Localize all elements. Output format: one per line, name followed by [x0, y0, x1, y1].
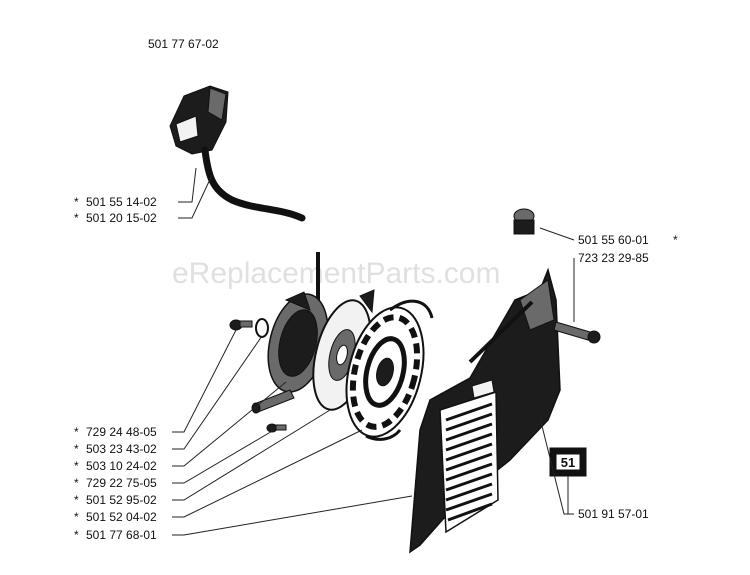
center-screw	[229, 319, 253, 331]
label-code: 503 23 43-02	[86, 442, 157, 456]
label-prefix: *	[74, 425, 79, 439]
label-row: * 501 52 95-02	[74, 493, 157, 507]
starter-rope	[201, 146, 306, 222]
label-prefix: *	[74, 459, 79, 473]
label-code: 729 24 48-05	[86, 425, 157, 439]
label-code: 723 23 29-85	[578, 251, 649, 265]
label-prefix: *	[74, 195, 79, 209]
pawl-pin	[251, 389, 295, 414]
label-prefix: *	[74, 211, 79, 225]
decal-badge-text: 51	[561, 455, 575, 470]
starter-handle	[169, 85, 229, 155]
label-prefix: *	[74, 528, 79, 542]
label-code: 501 77 68-01	[86, 528, 157, 542]
label-row: * 503 10 24-02	[74, 459, 157, 473]
label-code: 501 20 15-02	[86, 211, 157, 225]
label-code: 501 52 04-02	[86, 510, 157, 524]
label-row: * 729 24 48-05	[74, 425, 157, 439]
label-code: 501 52 95-02	[86, 493, 157, 507]
label-bolt: 723 23 29-85	[578, 251, 649, 265]
label-code: 501 55 14-02	[86, 195, 157, 209]
assembly-part-number: 501 77 67-02	[148, 37, 219, 51]
leader-lines	[172, 167, 575, 536]
label-row: * 729 22 75-05	[74, 476, 157, 490]
label-bushing: 501 55 60-01 *	[578, 233, 678, 247]
cover-rod	[468, 300, 534, 364]
label-handle: * 501 55 14-02	[74, 195, 157, 209]
rope-guide-bushing	[513, 208, 535, 235]
label-rope: * 501 20 15-02	[74, 211, 157, 225]
label-suffix: *	[673, 233, 678, 247]
cover-bolt	[553, 321, 601, 344]
label-code: 503 10 24-02	[86, 459, 157, 473]
pawl-screw	[266, 423, 287, 433]
label-row: * 501 77 68-01	[74, 528, 157, 542]
flywheel-fan	[345, 299, 434, 441]
cover-grille	[439, 390, 499, 534]
decal-badge: 51	[549, 447, 587, 477]
label-code: 729 22 75-05	[86, 476, 157, 490]
label-row: * 501 52 04-02	[74, 510, 157, 524]
label-prefix: *	[74, 510, 79, 524]
label-row: * 503 23 43-02	[74, 442, 157, 456]
watermark-text: eReplacementParts.com	[172, 257, 500, 290]
label-code: 501 91 57-01	[578, 507, 649, 521]
label-prefix: *	[74, 442, 79, 456]
label-decal: 501 91 57-01	[578, 507, 649, 521]
label-prefix: *	[74, 476, 79, 490]
washer	[255, 318, 269, 338]
label-prefix: *	[74, 493, 79, 507]
label-code: 501 55 60-01	[578, 233, 649, 247]
